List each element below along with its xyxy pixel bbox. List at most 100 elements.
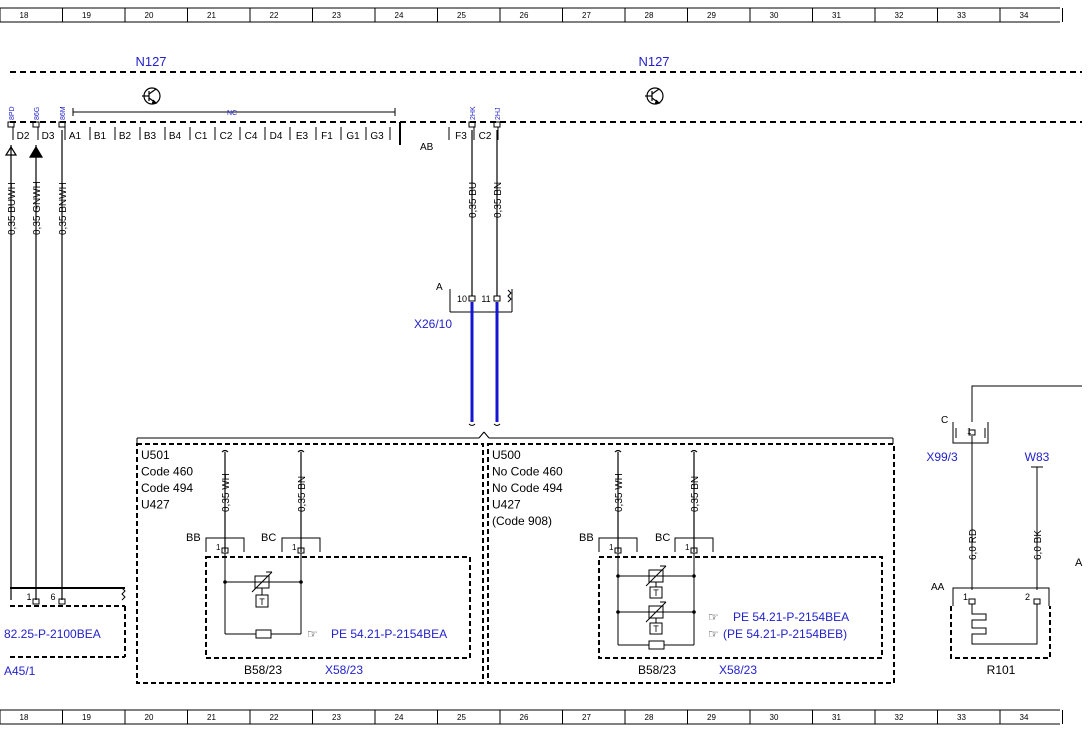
a45-reference: 82.25-P-2100BEA	[4, 627, 101, 641]
connector-x26-10	[449, 289, 513, 313]
u501-sensor-t: T	[259, 597, 265, 607]
grid-column-label: 33	[957, 713, 966, 722]
grid-column-label: 32	[895, 11, 904, 20]
connector-pin-row-right	[448, 127, 499, 140]
grid-column-label: 21	[207, 713, 216, 722]
left-wires	[4, 130, 63, 600]
u501-pin-bb: BB	[186, 532, 201, 544]
grid-column-label: 33	[957, 11, 966, 20]
grid-column-label: 31	[832, 713, 841, 722]
wire-end-marks	[468, 423, 501, 426]
grid-column-label: 30	[770, 713, 779, 722]
pin-10: 10	[457, 294, 467, 304]
middle-wires	[471, 130, 498, 296]
u500-sensor-t2: T	[653, 624, 659, 634]
grid-column-label: 27	[582, 713, 591, 722]
module-n127-boundary	[10, 71, 1082, 145]
u501-sensor-circuit	[224, 553, 302, 639]
grid-column-label: 19	[82, 11, 91, 20]
u500-sensor-t1: T	[653, 588, 659, 598]
pin-label: A1	[69, 131, 82, 142]
grid-column-label: 26	[520, 11, 529, 20]
pin-label: B1	[94, 131, 107, 142]
a45-name: A45/1	[4, 664, 36, 678]
u500-text-line: No Code 494	[492, 481, 563, 495]
pin-code-label: 86G	[34, 107, 41, 120]
pin-label: F1	[321, 131, 333, 142]
grid-column-label: 23	[332, 11, 341, 20]
grid-column-label: 28	[645, 11, 654, 20]
pin-socket	[32, 121, 40, 128]
pin-label: C1	[195, 131, 208, 142]
pin-code-label: 8PD	[9, 106, 16, 120]
u500-reference-1: PE 54.21-P-2154BEA	[733, 610, 849, 624]
pin-label-c2: C2	[479, 131, 492, 142]
pointing-hand-icon: ☞	[307, 627, 318, 641]
junction-dot	[692, 610, 696, 614]
u501-wires	[221, 449, 305, 552]
u501-text-line: U501	[141, 448, 170, 462]
variant-u500-box	[487, 443, 895, 684]
u501-connector-name: X58/23	[325, 663, 363, 677]
u501-pin-num-1: 1	[216, 543, 221, 552]
grid-column-label: 29	[707, 713, 716, 722]
u500-wire-wh: 0,35 WH	[614, 473, 625, 512]
nc-bracket	[72, 108, 396, 116]
r101-connector-aa: AA	[931, 582, 945, 593]
grid-column-label: 30	[770, 11, 779, 20]
grid-column-label: 22	[270, 713, 279, 722]
pin-label-f3: F3	[455, 131, 467, 142]
u501-wire-bn: 0,35 BN	[297, 476, 308, 512]
r101-name: R101	[987, 663, 1016, 677]
nc-label: NC	[227, 110, 237, 117]
grid-column-label: 20	[145, 713, 154, 722]
u500-wires	[614, 449, 698, 552]
a45-pins	[32, 587, 126, 605]
grid-column-label: 18	[20, 11, 29, 20]
grid-column-label: 21	[207, 11, 216, 20]
grid-column-label: 34	[1020, 11, 1029, 20]
u501-reference: PE 54.21-P-2154BEA	[331, 627, 447, 641]
pointing-hand-icon: ☞	[708, 610, 719, 624]
junction-dot	[692, 574, 696, 578]
wire-label-bu: 0,35 BU	[468, 182, 479, 218]
u500-text-line: No Code 460	[492, 465, 563, 479]
x99-3-name: X99/3	[926, 450, 958, 464]
pin-label: B2	[119, 131, 132, 142]
r101-pin-2: 2	[1025, 592, 1030, 602]
junction-dot	[223, 580, 227, 584]
pin-label: G1	[346, 131, 360, 142]
u500-pin-num-2: 1	[685, 543, 690, 552]
transistor-icon	[645, 87, 664, 105]
u501-text-line: Code 460	[141, 465, 193, 479]
variant-u501-box	[136, 443, 484, 684]
pin-label: D2	[17, 131, 30, 142]
pin-label: C4	[245, 131, 258, 142]
component-a45-1	[10, 587, 126, 658]
u500-connector-name: X58/23	[719, 663, 757, 677]
pin-label: B4	[169, 131, 182, 142]
x99-3-connector	[952, 385, 1082, 590]
grid-column-label: 31	[832, 11, 841, 20]
pin-code-label: 2HK	[470, 106, 477, 120]
u500-sensor-circuit	[617, 553, 695, 650]
w83-ground	[1031, 466, 1043, 590]
pin-socket	[468, 121, 476, 128]
junction-dot	[616, 610, 620, 614]
grid-column-label: 25	[457, 11, 466, 20]
u500-pin-num-1: 1	[609, 543, 614, 552]
grid-column-label: 24	[395, 11, 404, 20]
pin-label: G3	[370, 131, 384, 142]
pin-label: D4	[270, 131, 283, 142]
module-name-left: N127	[135, 54, 166, 69]
wire-label-bnwh: 0,35 BNWH	[58, 182, 69, 235]
a45-pin-1: 1	[26, 592, 31, 602]
u500-text-line: (Code 908)	[492, 514, 552, 528]
grid-column-label: 32	[895, 713, 904, 722]
